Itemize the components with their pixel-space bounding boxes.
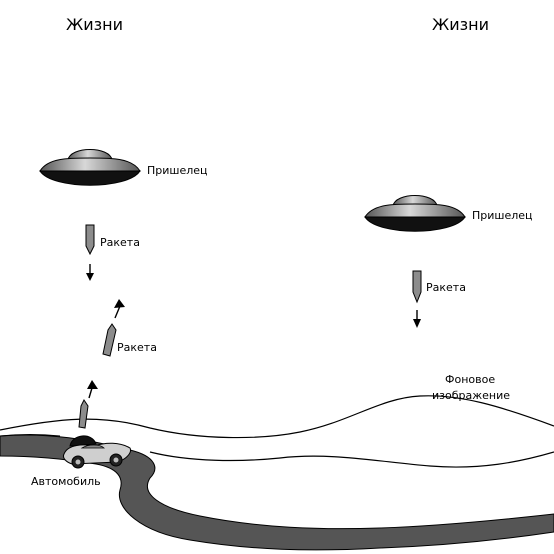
terrain-line bbox=[149, 451, 554, 468]
alien-label-right: Пришелец bbox=[472, 209, 533, 222]
car-icon bbox=[63, 380, 131, 469]
rocket-label-down-left: Ракета bbox=[100, 236, 140, 249]
lives-label-left: Жизни bbox=[66, 15, 123, 34]
car-label: Автомобиль bbox=[31, 475, 101, 488]
road-left-edge bbox=[0, 434, 61, 437]
alien-label-left: Пришелец bbox=[147, 164, 208, 177]
background-label-line2: изображение bbox=[432, 389, 511, 402]
rocket-icon bbox=[412, 270, 422, 328]
rocket-label-up: Ракета bbox=[117, 341, 157, 354]
rocket-icon bbox=[85, 224, 95, 281]
lives-label-right: Жизни bbox=[432, 15, 489, 34]
flying-saucer-icon bbox=[364, 195, 466, 232]
rocket-label-down-right: Ракета bbox=[426, 281, 466, 294]
road bbox=[0, 434, 554, 551]
arrow-up-icon bbox=[114, 299, 125, 308]
arrow-down-icon bbox=[86, 273, 94, 281]
hills-outline bbox=[0, 395, 554, 439]
flying-saucer-icon bbox=[39, 149, 141, 186]
arrow-up-icon bbox=[87, 380, 98, 389]
background-label-line1: Фоновое bbox=[445, 373, 496, 386]
arrow-down-icon bbox=[413, 319, 421, 328]
rocket-icon bbox=[102, 299, 125, 357]
